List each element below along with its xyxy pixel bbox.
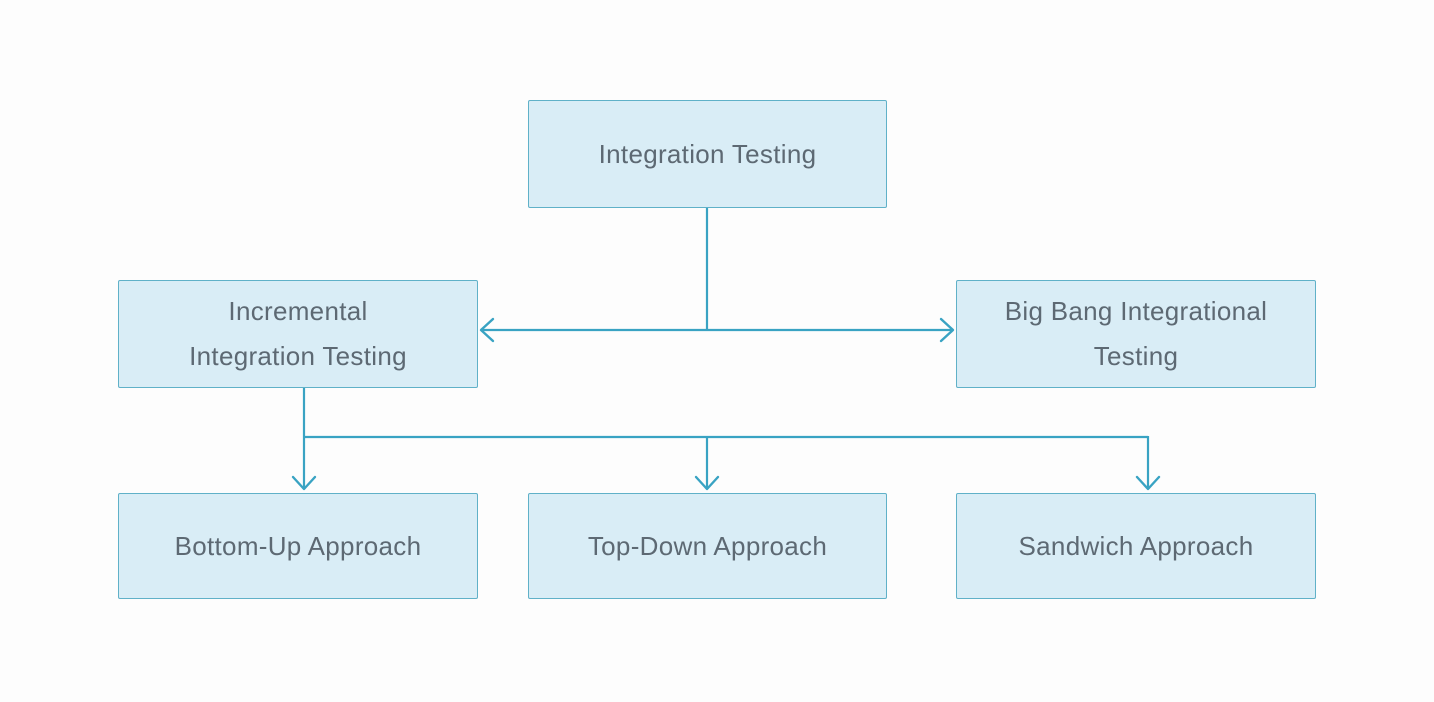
node-label: Incremental [228, 296, 368, 326]
node-integration-testing[interactable]: Integration Testing [528, 100, 887, 208]
node-label: Big Bang Integrational [1004, 296, 1268, 326]
node-label: Testing [1093, 341, 1179, 371]
node-label: Sandwich Approach [1018, 530, 1254, 561]
node-label: Integration Testing [189, 341, 407, 371]
node-incremental-integration-testing[interactable]: Incremental Integration Testing [118, 280, 478, 388]
node-big-bang-integrational-testing[interactable]: Big Bang Integrational Testing [956, 280, 1316, 388]
node-label: Top-Down Approach [587, 530, 828, 561]
node-label: Bottom-Up Approach [174, 530, 422, 561]
node-top-down-approach[interactable]: Top-Down Approach [528, 493, 887, 599]
node-sandwich-approach[interactable]: Sandwich Approach [956, 493, 1316, 599]
node-bottom-up-approach[interactable]: Bottom-Up Approach [118, 493, 478, 599]
node-label: Integration Testing [598, 138, 817, 169]
